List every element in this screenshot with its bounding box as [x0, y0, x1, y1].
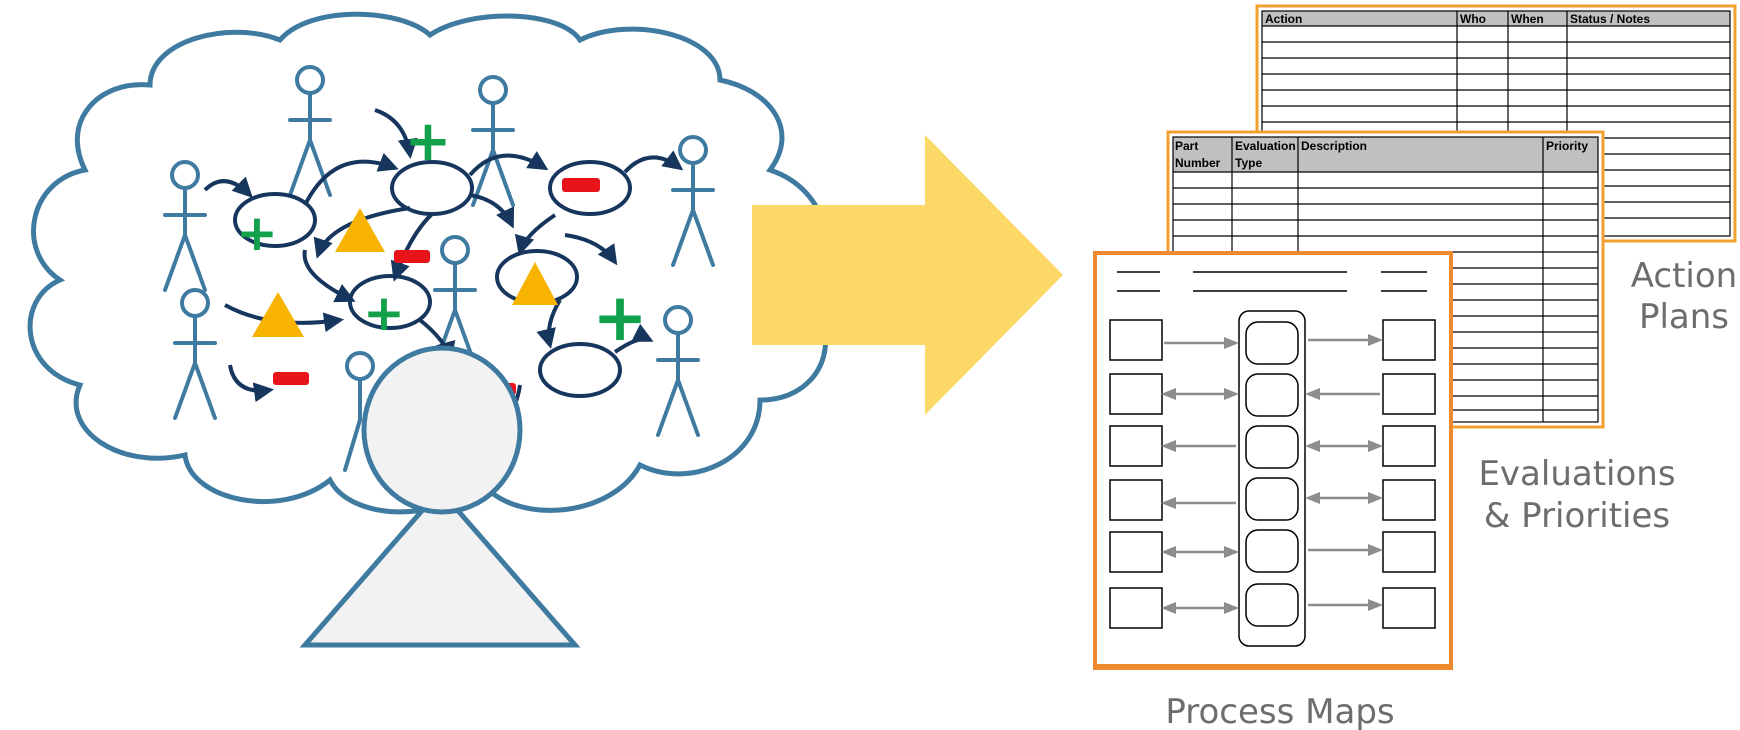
process-step	[1245, 425, 1299, 469]
column-header-status-notes: Status / Notes	[1570, 12, 1650, 26]
input-box	[1109, 319, 1163, 361]
output-box	[1382, 425, 1436, 467]
caption-action-plans-line2: Plans	[1639, 297, 1729, 337]
output-box	[1382, 479, 1436, 521]
person-icon	[433, 235, 477, 367]
caption-process-maps: Process Maps	[1165, 692, 1394, 730]
input-box	[1109, 373, 1163, 415]
person-icon	[471, 75, 515, 207]
column-header-description: Description	[1301, 139, 1367, 153]
output-box	[1382, 373, 1436, 415]
transition-arrow	[752, 135, 1063, 415]
thinker-body	[299, 486, 581, 648]
process-step	[1245, 373, 1299, 417]
thinker-head	[361, 345, 523, 515]
column-header-part-number: Part	[1175, 139, 1198, 153]
minus-icon	[562, 178, 600, 192]
person-icon	[173, 288, 217, 420]
caption-evaluations-line2: & Priorities	[1484, 496, 1670, 536]
flow-arrows	[203, 108, 684, 432]
warning-markers	[252, 208, 558, 337]
input-box	[1109, 479, 1163, 521]
column-header-evaluation-type: Evaluation	[1235, 139, 1296, 153]
person-icon	[343, 351, 375, 472]
column-header-priority: Priority	[1546, 139, 1588, 153]
warning-icon	[335, 208, 385, 252]
column-header-when: When	[1511, 12, 1544, 26]
thinker-figure	[299, 345, 581, 648]
input-box	[1109, 531, 1163, 573]
output-box	[1382, 587, 1436, 629]
plus-icon: +	[236, 204, 278, 262]
minus-icon	[273, 372, 309, 385]
process-map-sheet	[1093, 251, 1453, 670]
input-box	[1109, 425, 1163, 467]
warning-icon	[252, 292, 304, 337]
column-header-action: Action	[1265, 12, 1302, 26]
process-step	[1245, 583, 1299, 627]
minus-icon	[394, 250, 430, 263]
warning-icon	[512, 262, 558, 305]
caption-evaluations: Evaluations	[1478, 454, 1675, 494]
person-icon	[671, 135, 715, 267]
process-node	[538, 342, 622, 398]
process-step	[1245, 321, 1299, 365]
process-step	[1245, 477, 1299, 521]
caption-action-plans: Action	[1631, 256, 1737, 296]
cloud-shape	[27, 11, 829, 515]
output-box	[1382, 319, 1436, 361]
impact-markers: + + + +	[236, 109, 648, 356]
person-icon	[656, 305, 700, 437]
plus-icon: +	[405, 109, 452, 174]
input-box	[1109, 587, 1163, 629]
person-icon	[163, 160, 207, 292]
thought-cloud	[27, 11, 829, 515]
process-step	[1245, 529, 1299, 573]
column-header-evaluation-type-line2: Type	[1235, 156, 1262, 170]
process-node	[233, 192, 317, 248]
plus-icon: +	[592, 279, 647, 356]
column-header-part-number-line2: Number	[1175, 156, 1221, 170]
output-box	[1382, 531, 1436, 573]
plus-icon: +	[363, 284, 405, 342]
person-icon	[288, 65, 332, 197]
stakeholder-figures	[163, 65, 715, 472]
column-header-who: Who	[1460, 12, 1486, 26]
